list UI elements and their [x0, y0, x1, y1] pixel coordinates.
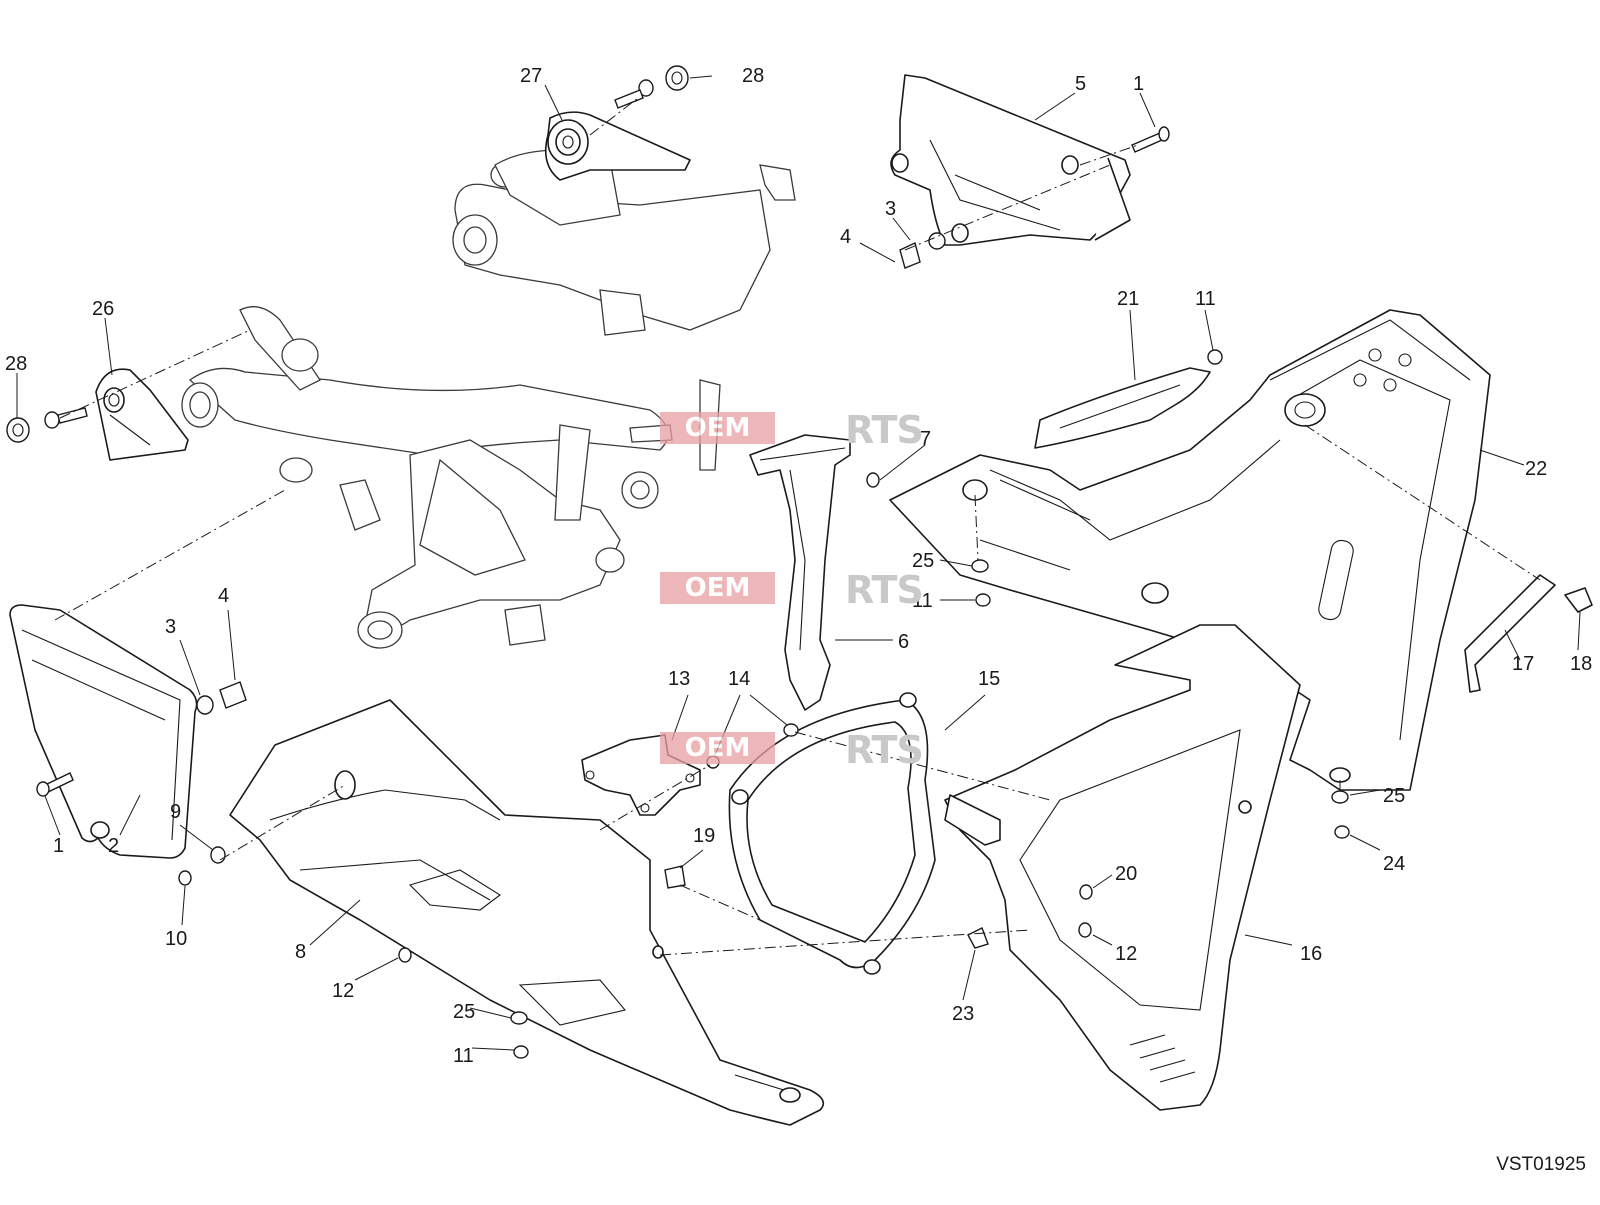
callout-12-right: 12: [1115, 943, 1137, 965]
callout-23: 23: [952, 1003, 974, 1025]
callout-16: 16: [1300, 943, 1322, 965]
callout-13: 13: [668, 668, 690, 690]
callout-4-left: 4: [218, 585, 229, 607]
callout-26: 26: [92, 298, 114, 320]
callout-12-left: 12: [332, 980, 354, 1002]
hardware: [6, 65, 1350, 1059]
part-16-side-fairing: [944, 624, 1301, 1111]
alignment-lines: [54, 97, 1541, 956]
leader-lines: [16, 75, 1581, 1051]
part-8-lower-fairing: [229, 699, 825, 1126]
callout-1-top: 1: [1133, 73, 1144, 95]
callout-3-top: 3: [885, 198, 896, 220]
callout-11-mid: 11: [912, 590, 933, 612]
callout-5: 5: [1075, 73, 1086, 95]
callout-9: 9: [170, 801, 181, 823]
callout-24: 24: [1383, 853, 1405, 875]
callout-8: 8: [295, 941, 306, 963]
callout-22: 22: [1525, 458, 1547, 480]
callout-3-left: 3: [165, 616, 176, 638]
part-18-clip: [1564, 587, 1593, 613]
callout-25-low: 25: [453, 1001, 475, 1023]
callout-14: 14: [728, 668, 750, 690]
part-21-trim: [1034, 367, 1211, 449]
callout-6: 6: [898, 631, 909, 653]
callout-4-top: 4: [840, 226, 851, 248]
part-6-air-duct: [749, 434, 851, 711]
callout-1-left: 1: [53, 835, 64, 857]
frame-structure: [181, 149, 796, 649]
callout-11-low: 11: [453, 1045, 474, 1067]
callout-27: 27: [520, 65, 542, 87]
part-22-fairing: [889, 309, 1491, 791]
callout-28-left: 28: [5, 353, 27, 375]
callout-10: 10: [165, 928, 187, 950]
part-26-bracket: [95, 368, 189, 461]
callout-28-top: 28: [742, 65, 764, 87]
drawing-code: VST01925: [1496, 1154, 1586, 1175]
callout-25-mid: 25: [912, 550, 934, 572]
part-5-cover: [890, 74, 1131, 246]
callout-11-top: 11: [1195, 288, 1216, 310]
callout-2: 2: [108, 835, 119, 857]
callout-20: 20: [1115, 863, 1137, 885]
callout-19: 19: [693, 825, 715, 847]
callout-7: 7: [920, 428, 931, 450]
part-27-bracket: [544, 111, 691, 181]
callout-labels: 27 28 5 1 3 4 26 28 21 11 22 7 25 11 6 3…: [5, 65, 1592, 1067]
callout-17: 17: [1512, 653, 1534, 675]
callout-25-right: 25: [1383, 785, 1405, 807]
part-2-side-panel: [9, 604, 198, 859]
callout-15: 15: [978, 668, 1000, 690]
part-17-bracket: [1464, 574, 1593, 693]
part-13-bracket: [581, 734, 701, 816]
part-15-gasket: [728, 692, 936, 975]
callout-18: 18: [1570, 653, 1592, 675]
callout-21: 21: [1117, 288, 1139, 310]
